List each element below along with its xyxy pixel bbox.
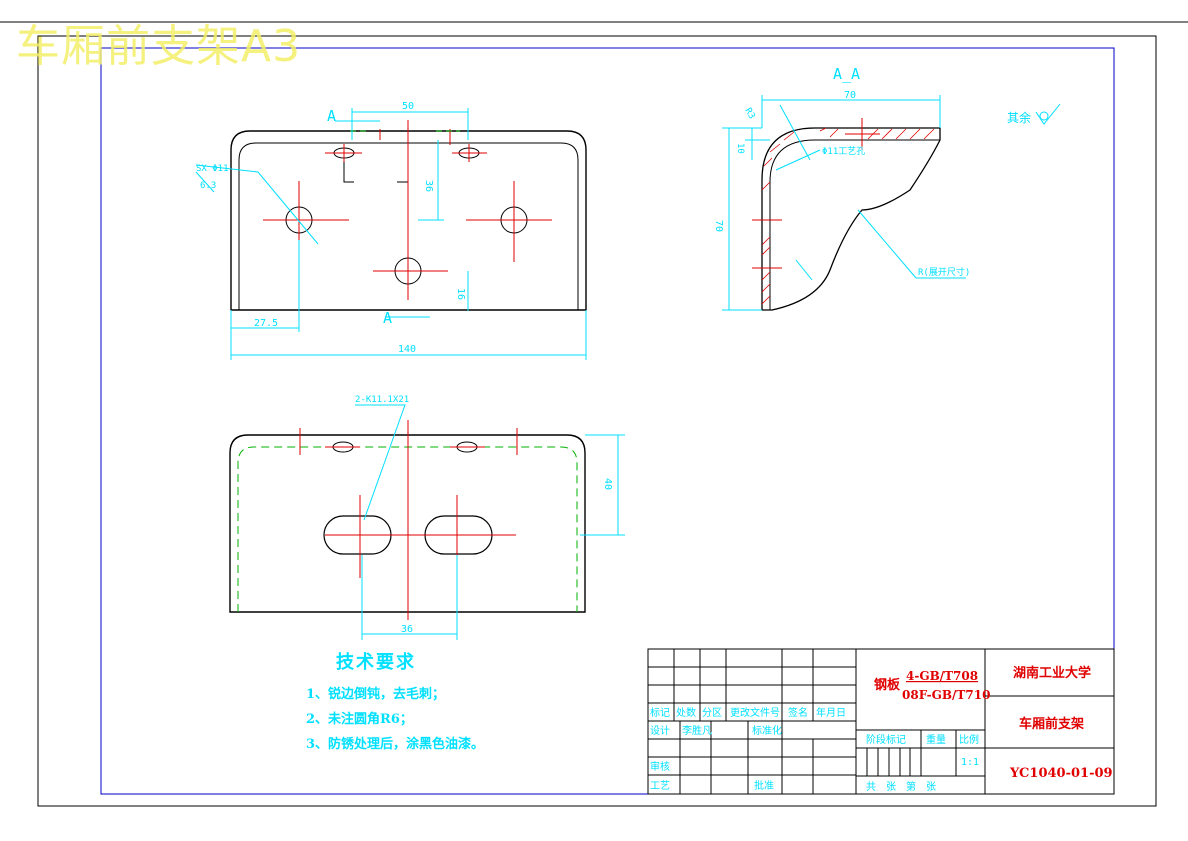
dim-16: 16 (455, 288, 466, 300)
dim-10: 10 (735, 143, 745, 154)
label-mark: 标记 (650, 707, 670, 719)
label-standard: 标准化 (752, 724, 782, 737)
title-block (647, 648, 1115, 795)
section-dimensions (722, 95, 966, 311)
slot-note: 2-K11.1X21 (355, 395, 409, 405)
label-date: 年月日 (816, 706, 846, 719)
surface-note: 其余 (1007, 110, 1031, 125)
outer-border (37, 35, 1157, 807)
dim-27-5: 27.5 (254, 318, 278, 329)
material-std-top: 4-GB/T708 (906, 669, 978, 683)
dim-40: 40 (602, 478, 613, 490)
label-stage: 阶段标记 (866, 733, 906, 746)
label-sign: 签名 (788, 706, 808, 719)
dim-140: 140 (398, 344, 416, 355)
hole-note-b: 6.3 (200, 181, 216, 191)
dim-70-vertical: 70 (713, 220, 724, 232)
tech-requirement-3: 3、防锈处理后，涂黑色油漆。 (306, 737, 485, 752)
dim-50: 50 (402, 101, 414, 112)
dim-36-vertical: 36 (423, 180, 434, 192)
section-label-bottom: A (383, 309, 392, 327)
label-process: 工艺 (650, 780, 670, 792)
scale-value: 1:1 (961, 757, 979, 768)
label-change-doc: 更改文件号 (730, 706, 780, 719)
hole-note-a: SX Φ11 (196, 164, 229, 174)
roughness-symbol (1035, 103, 1061, 125)
label-count: 处数 (676, 706, 696, 719)
designer-name: 李胜凡 (682, 724, 712, 737)
tech-requirements-title: 技术要求 (336, 652, 416, 673)
dim-36-horizontal: 36 (401, 624, 413, 635)
material-std-bottom: 08F-GB/T710 (902, 688, 990, 702)
label-review: 审核 (650, 760, 670, 773)
drawing-number: YC1040-01-09 (1009, 766, 1113, 781)
radius-note: R(展开尺寸) (918, 266, 970, 278)
school-name: 湖南工业大学 (1013, 665, 1091, 681)
dim-70-horizontal: 70 (844, 90, 856, 101)
section-view-label: A_A (833, 65, 860, 83)
sheet-info: 共 张 第 张 (866, 780, 936, 793)
label-zone: 分区 (702, 707, 722, 719)
material-prefix: 钢板 (874, 677, 901, 693)
label-scale: 比例 (959, 733, 979, 746)
label-design: 设计 (650, 724, 670, 737)
dim-r3: R3 (742, 107, 756, 121)
label-approve: 批准 (754, 779, 774, 792)
section-label-top: A (327, 107, 336, 125)
inner-border (100, 47, 1115, 795)
tech-requirement-2: 2、未注圆角R6； (306, 712, 413, 727)
label-weight: 重量 (926, 733, 946, 746)
part-name: 车厢前支架 (1019, 716, 1084, 732)
bottom-dimensions (355, 404, 625, 640)
front-dimensions (195, 108, 587, 360)
hole-note-c: Φ11工艺孔 (822, 146, 865, 157)
title-watermark: 车厢前支架A3 (16, 21, 302, 72)
front-center-lines (263, 120, 552, 300)
section-view (752, 118, 941, 311)
tech-requirement-1: 1、锐边倒钝，去毛刺； (306, 687, 446, 702)
bottom-center-lines (299, 420, 518, 620)
